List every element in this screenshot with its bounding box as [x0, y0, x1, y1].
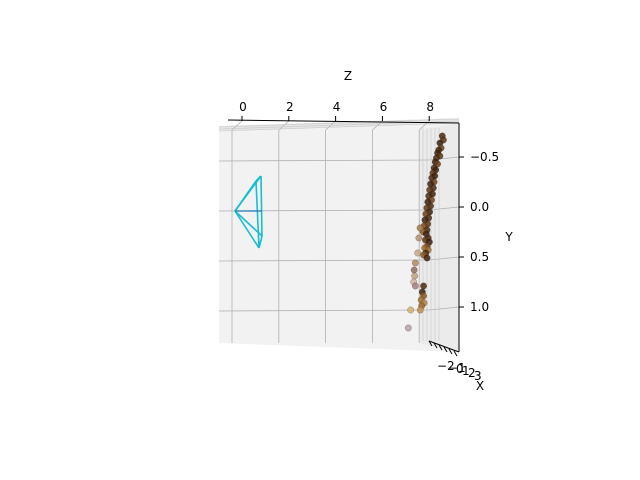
scatter-point: [410, 266, 418, 274]
scatter-points: [404, 132, 447, 332]
y-axis-label: Y: [504, 230, 513, 244]
x-tick-label: −1: [448, 361, 466, 375]
scatter-point: [423, 254, 431, 262]
y-tick-label: 0.0: [470, 200, 489, 214]
y-gridline-side: [428, 256, 460, 261]
scatter-point: [415, 234, 423, 242]
y-gridline-side: [428, 206, 460, 211]
z-axis-line: [227, 119, 460, 124]
scatter-point: [407, 306, 415, 314]
scatter-point: [411, 259, 419, 267]
x-tick-label: 1: [462, 364, 470, 378]
scatter-point: [420, 282, 427, 290]
y-tick-label: 0.5: [470, 250, 489, 264]
scatter-point: [414, 249, 422, 257]
frustum-edge: [234, 210, 260, 249]
x-tick-mark: [448, 348, 453, 355]
x-axis-line: [428, 340, 460, 353]
floor-gridline: [218, 118, 460, 128]
z-tick-label: 8: [426, 100, 434, 114]
z-tick-label: 6: [380, 100, 388, 114]
x-tick-label: 0: [456, 362, 464, 376]
y-gridline: [218, 259, 430, 262]
y-gridline: [218, 309, 430, 312]
x-tick-mark: [438, 344, 443, 351]
y-gridline-side: [428, 306, 460, 311]
frustum-base-edge: [260, 175, 263, 237]
frustum-base-edge: [255, 180, 260, 249]
y-gridline: [218, 159, 430, 162]
scatter-point: [416, 306, 424, 314]
frustum-edge: [234, 180, 257, 212]
y-tick-label: 1.0: [470, 300, 489, 314]
y-tick-label: −0.5: [470, 150, 499, 164]
camera-frustum: [234, 175, 263, 249]
frustum-base-edge: [255, 175, 262, 182]
x-tick-mark: [443, 346, 448, 353]
x-tick-label: −2: [437, 359, 455, 373]
z-tick-label: 0: [239, 100, 247, 114]
z-gridline-floor: [278, 120, 290, 131]
scatter-point: [416, 224, 424, 232]
x-tick-mark: [453, 350, 458, 357]
x-tick-mark: [433, 342, 438, 349]
scatter-point: [411, 272, 419, 280]
x-tick-mark: [428, 340, 433, 347]
x-tick-label: 3: [474, 369, 482, 383]
scatter-point: [411, 282, 419, 290]
floor-gridline: [218, 122, 460, 132]
x-tick-label: 2: [468, 366, 476, 380]
z-tick-label: 2: [286, 100, 294, 114]
z-tick-label: 4: [333, 100, 341, 114]
scatter-point: [404, 324, 412, 332]
z-axis-label: Z: [344, 69, 352, 83]
x-axis-label: X: [476, 379, 484, 393]
